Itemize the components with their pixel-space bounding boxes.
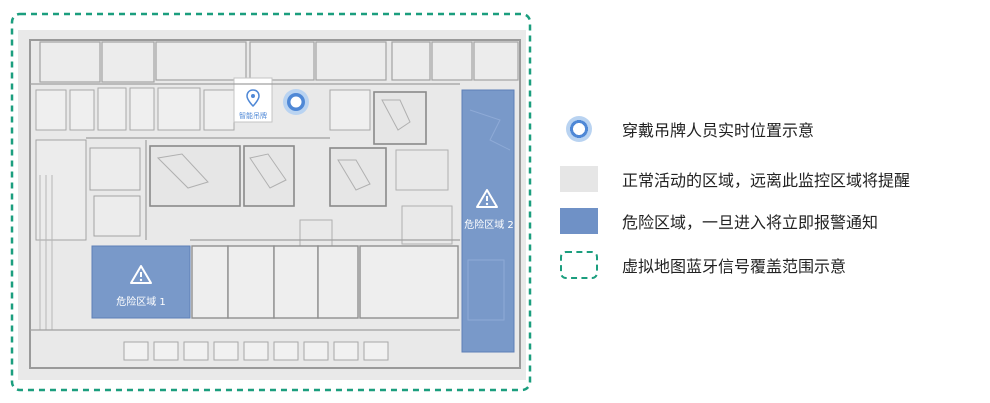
legend-label-person: 穿戴吊牌人员实时位置示意 — [622, 121, 815, 140]
smart-tag-label: 智能吊牌 — [239, 111, 267, 120]
legend-item-person: 穿戴吊牌人员实时位置示意 — [560, 112, 814, 146]
danger-zone-1-label: 危险区域 1 — [116, 295, 166, 308]
service-rooms — [35, 87, 371, 131]
legend-item-normal-area: 正常活动的区域，远离此监控区域将提醒 — [560, 162, 910, 196]
warning-triangle-icon — [476, 189, 498, 208]
legend-label-coverage: 虚拟地图蓝牙信号覆盖范围示意 — [622, 257, 847, 276]
zone-2-equipment — [467, 109, 511, 321]
bluetooth-coverage-swatch — [560, 251, 598, 279]
danger-area-swatch — [560, 208, 598, 234]
person-location-marker[interactable] — [283, 89, 309, 115]
legend-item-coverage: 虚拟地图蓝牙信号覆盖范围示意 — [560, 248, 846, 282]
normal-area-swatch — [560, 166, 598, 192]
smart-tag-box — [233, 77, 273, 123]
danger-zone-2-label: 危险区域 2 — [464, 218, 514, 231]
top-rooms — [39, 41, 519, 83]
legend-item-danger-area: 危险区域，一旦进入将立即报警通知 — [560, 204, 878, 238]
workshop-rooms — [149, 91, 427, 207]
outer-walls — [29, 39, 521, 369]
desk-rows — [123, 341, 389, 361]
legend-label-normal-area: 正常活动的区域，远离此监控区域将提醒 — [622, 171, 911, 190]
warning-triangle-icon — [130, 265, 152, 284]
equipment-outlines — [156, 99, 453, 251]
left-rooms — [35, 139, 141, 241]
map-pin-icon — [246, 89, 260, 108]
lower-rooms — [191, 245, 459, 319]
interior-walls — [30, 83, 460, 331]
bluetooth-coverage-boundary — [10, 12, 532, 392]
danger-zone-2[interactable]: 危险区域 2 — [461, 89, 515, 353]
danger-zone-1[interactable]: 危险区域 1 — [91, 245, 191, 319]
person-location-icon — [560, 116, 598, 142]
legend-label-danger-area: 危险区域，一旦进入将立即报警通知 — [622, 213, 879, 232]
seating-rows — [39, 175, 53, 330]
